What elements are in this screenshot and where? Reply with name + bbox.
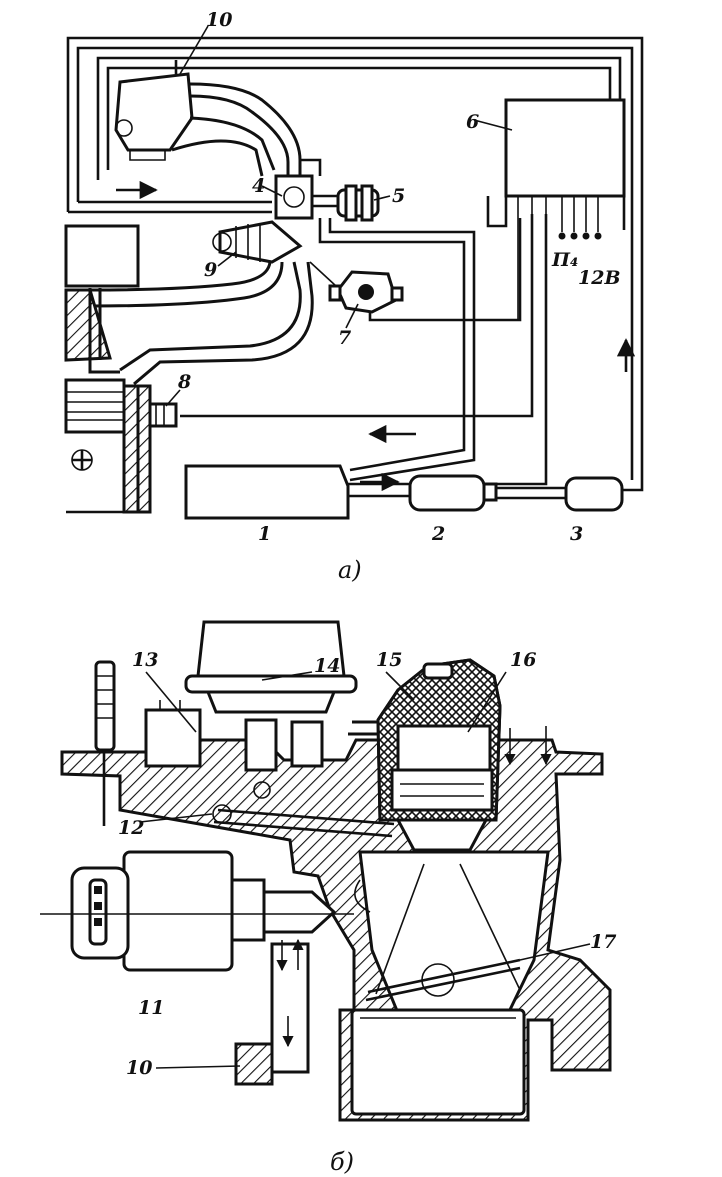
label-12v: 12В bbox=[578, 267, 621, 289]
auxiliary-air-valve-9 bbox=[212, 220, 303, 264]
fuel-pump-3 bbox=[564, 476, 624, 512]
label-10b: 10 bbox=[126, 1057, 152, 1079]
fitting-13 bbox=[144, 700, 202, 768]
label-17: 17 bbox=[590, 931, 616, 953]
diagram-a: 10 6 4 5 9 7 8 1 2 3 П₄ 12В а) bbox=[64, 9, 644, 584]
throttle-plate-17 bbox=[365, 958, 521, 1002]
solenoid-valve-5 bbox=[336, 184, 380, 222]
label-7: 7 bbox=[338, 327, 351, 349]
control-unit-6 bbox=[486, 98, 626, 240]
caption-b: б) bbox=[330, 1148, 354, 1176]
label-5: 5 bbox=[392, 185, 405, 207]
label-12: 12 bbox=[118, 817, 144, 839]
air-arrow-6 bbox=[354, 879, 371, 913]
label-14: 14 bbox=[314, 655, 340, 677]
adjusting-screw bbox=[94, 660, 116, 826]
label-3: 3 bbox=[570, 523, 583, 545]
fitting-left bbox=[244, 718, 278, 772]
diagram-b: 13 14 15 16 12 17 11 10 б) bbox=[40, 620, 616, 1176]
label-8: 8 bbox=[177, 371, 191, 393]
label-10: 10 bbox=[206, 9, 232, 31]
label-9: 9 bbox=[204, 259, 217, 281]
engine-cylinder bbox=[64, 224, 152, 514]
injector-16 bbox=[375, 658, 521, 995]
label-6: 6 bbox=[466, 111, 479, 133]
label-2: 2 bbox=[431, 523, 445, 545]
pressure-regulator-14 bbox=[184, 620, 358, 714]
label-15: 15 bbox=[376, 649, 402, 671]
label-11: 11 bbox=[138, 997, 164, 1019]
label-16: 16 bbox=[510, 649, 536, 671]
caption-a: а) bbox=[338, 556, 362, 584]
fuel-filter-2 bbox=[408, 474, 498, 512]
label-13: 13 bbox=[132, 649, 158, 671]
label-1: 1 bbox=[258, 523, 271, 545]
temperature-sensor-8 bbox=[148, 402, 178, 428]
fitting-right bbox=[290, 720, 324, 768]
idle-air-valve-11 bbox=[40, 850, 354, 972]
throttle-body-4 bbox=[274, 158, 340, 220]
fuel-tank-1 bbox=[184, 464, 350, 520]
label-4: 4 bbox=[252, 175, 265, 197]
cold-start-injector-10 bbox=[114, 60, 194, 161]
label-p4: П₄ bbox=[551, 249, 578, 271]
